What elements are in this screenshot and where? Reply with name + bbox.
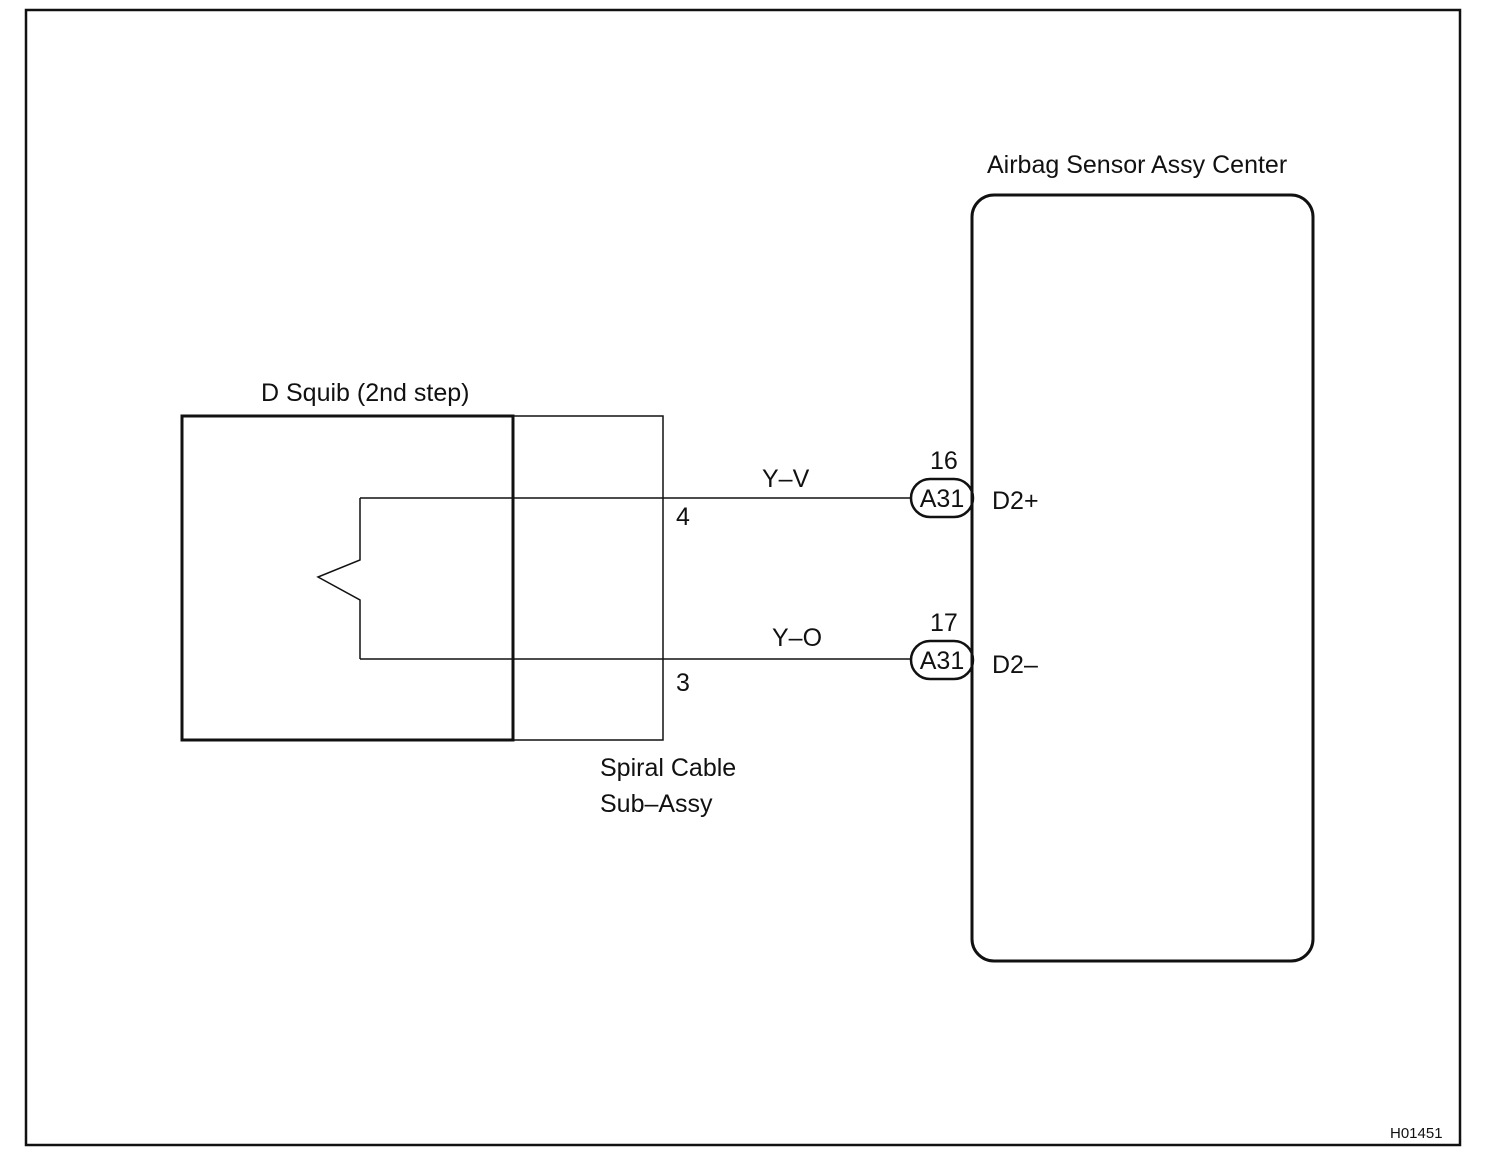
- connector-a31-upper-label: A31: [920, 485, 964, 513]
- signal-d2-plus: D2+: [992, 487, 1039, 515]
- spiral-terminal-3: 3: [676, 669, 690, 697]
- wire-color-y-v: Y–V: [762, 465, 810, 493]
- squib-label: D Squib (2nd step): [261, 379, 469, 407]
- squib-element-symbol: [316, 498, 361, 659]
- spiral-cable-box: [512, 415, 664, 741]
- spiral-cable-label-line2: Sub–Assy: [600, 790, 713, 818]
- figure-code: H01451: [1390, 1125, 1443, 1142]
- diagram-frame: [24, 8, 1462, 1147]
- connector-pin-17: 17: [930, 609, 958, 637]
- signal-d2-minus: D2–: [992, 651, 1038, 679]
- spiral-cable-label-line1: Spiral Cable: [600, 754, 736, 782]
- sensor-label: Airbag Sensor Assy Center: [987, 151, 1287, 179]
- connector-a31-lower-label: A31: [920, 647, 964, 675]
- sensor-box: [970, 193, 1315, 963]
- wire-color-y-o: Y–O: [772, 624, 822, 652]
- connector-pin-16: 16: [930, 447, 958, 475]
- squib-box: [180, 414, 515, 742]
- spiral-terminal-4: 4: [676, 503, 690, 531]
